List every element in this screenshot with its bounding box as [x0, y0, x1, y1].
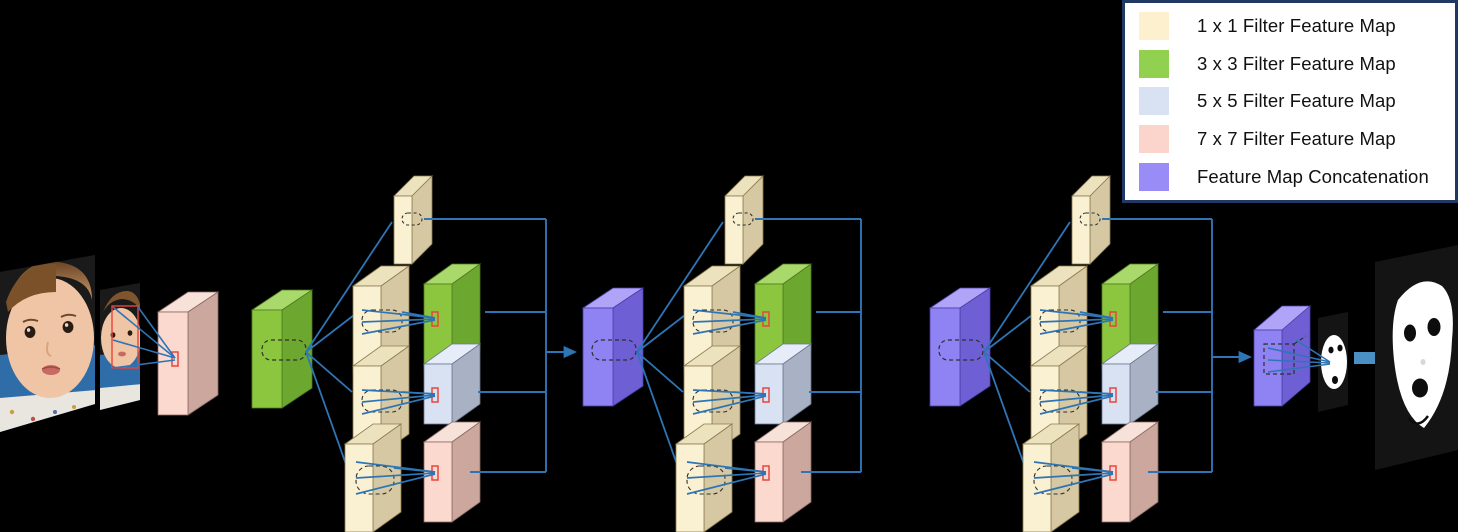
legend-item-7x7: 7 x 7 Filter Feature Map	[1125, 120, 1455, 158]
legend-panel: 1 x 1 Filter Feature Map 3 x 3 Filter Fe…	[1122, 0, 1458, 203]
module2-concat-bus	[755, 218, 862, 473]
final-concat-block	[1252, 305, 1312, 407]
module3-branch4-1x1-slab	[1021, 423, 1081, 532]
legend-swatch-concat	[1139, 163, 1169, 192]
module1-branch4-7x7-block	[422, 421, 482, 523]
concat-block-1	[581, 287, 645, 407]
module3-branch4-wires	[1033, 461, 1114, 495]
module2-branch1-1x1-slab	[724, 175, 764, 265]
module2-branch4-wires	[686, 461, 767, 495]
legend-label-concat: Feature Map Concatenation	[1197, 166, 1429, 188]
legend-label-5x5: 5 x 5 Filter Feature Map	[1197, 90, 1396, 112]
module1-branch4-wires	[355, 461, 436, 495]
module2-fanout-wires	[636, 221, 724, 471]
legend-item-concat: Feature Map Concatenation	[1125, 158, 1455, 196]
legend-swatch-3x3	[1139, 49, 1169, 78]
module1-branch3-5x5-block	[422, 343, 482, 425]
module3-concat-bus	[1102, 218, 1252, 473]
legend-label-1x1: 1 x 1 Filter Feature Map	[1197, 14, 1396, 36]
output-segmentation-mask	[1375, 245, 1458, 470]
module1-input-block-3x3	[250, 289, 314, 409]
wires-stage1	[112, 306, 176, 369]
wires-final-concat-to-mask	[1267, 339, 1331, 373]
module1-branch3-wires	[361, 389, 436, 415]
legend-label-3x3: 3 x 3 Filter Feature Map	[1197, 52, 1396, 74]
output-mask-slice	[1318, 312, 1348, 412]
module1-branch4-1x1-slab	[343, 423, 403, 532]
legend-label-7x7: 7 x 7 Filter Feature Map	[1197, 128, 1396, 150]
legend-item-1x1: 1 x 1 Filter Feature Map	[1125, 7, 1455, 45]
module3-branch1-1x1-slab	[1071, 175, 1111, 265]
module3-branch4-7x7-block	[1100, 421, 1160, 523]
input-face-photo	[0, 255, 95, 432]
concat-block-2	[928, 287, 992, 407]
conv-7x7-block-stage1	[156, 291, 220, 416]
legend-item-3x3: 3 x 3 Filter Feature Map	[1125, 45, 1455, 83]
legend-swatch-7x7	[1139, 125, 1169, 154]
stage1-input-slice	[100, 283, 140, 410]
module3-branch3-wires	[1039, 389, 1114, 415]
module3-branch3-5x5-block	[1100, 343, 1160, 425]
legend-item-5x5: 5 x 5 Filter Feature Map	[1125, 83, 1455, 121]
module2-branch3-wires	[692, 389, 767, 415]
module1-branch2-wires	[361, 309, 436, 335]
module2-branch4-1x1-slab	[674, 423, 734, 532]
module2-branch2-3x3-block	[753, 263, 813, 371]
module3-branch2-wires	[1039, 309, 1114, 335]
legend-swatch-5x5	[1139, 87, 1169, 116]
legend-swatch-1x1	[1139, 11, 1169, 40]
module2-branch4-7x7-block	[753, 421, 813, 523]
module3-fanout-wires	[983, 221, 1071, 471]
module2-branch2-wires	[692, 309, 767, 335]
module1-concat-bus	[424, 218, 577, 473]
module1-branch2-3x3-block	[422, 263, 482, 371]
module1-fanout-wires	[305, 221, 393, 471]
module1-branch1-1x1-slab	[393, 175, 433, 265]
